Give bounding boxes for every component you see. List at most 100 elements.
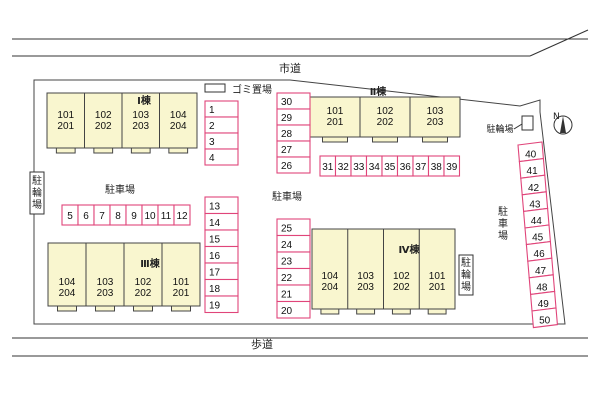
- unit-number-bottom: 202: [135, 288, 152, 299]
- stall-box: [276, 156, 311, 174]
- sidewalk-label: 歩道: [251, 337, 273, 351]
- stall-number: 13: [209, 202, 221, 213]
- stall-number: 38: [431, 162, 443, 173]
- unit-number-top: 103: [427, 106, 444, 117]
- parking-stall: 16: [204, 245, 239, 264]
- city-road-label: 市道: [279, 61, 301, 75]
- stall-number: 3: [209, 137, 215, 148]
- stall-box: [443, 155, 461, 177]
- bicycle-right-mid-label: 駐輪場: [461, 256, 471, 293]
- stall-number: 11: [161, 211, 172, 222]
- unit-number-top: 104: [322, 271, 339, 282]
- stall-number: 21: [281, 290, 293, 301]
- parking-stall: 25: [276, 218, 311, 237]
- garbage-box: [204, 83, 226, 93]
- unit-entrance: [372, 136, 398, 143]
- unit-number-bottom: 202: [377, 117, 394, 128]
- unit-number-top: 101: [57, 110, 74, 121]
- unit-number-top: 104: [170, 110, 187, 121]
- stall-number: 45: [532, 233, 544, 244]
- stall-number: 47: [535, 266, 547, 277]
- stall-box: [204, 295, 239, 314]
- unit-entrance: [422, 136, 448, 143]
- stall-number: 26: [281, 161, 293, 172]
- unit-number-bottom: 203: [427, 117, 444, 128]
- stall-number: 44: [531, 216, 543, 227]
- parking-stall: 26: [276, 156, 311, 174]
- bicycle-right-top-label: 駐輪場: [486, 123, 513, 135]
- unit-entrance: [171, 305, 191, 312]
- unit-number-bottom: 201: [429, 282, 446, 293]
- parking-stall: 19: [204, 295, 239, 314]
- parking-stall: 30: [276, 92, 311, 110]
- stall-box: [531, 307, 558, 329]
- parking-stall: 7: [93, 204, 111, 226]
- parking-stall: 38: [427, 155, 445, 177]
- stall-number: 7: [99, 211, 105, 222]
- stall-number: 50: [539, 316, 551, 327]
- stall-number: 35: [384, 162, 396, 173]
- unit-entrance: [320, 308, 340, 315]
- unit-number-top: 103: [357, 271, 374, 282]
- stall-number: 33: [353, 162, 365, 173]
- parking-stall: 32: [334, 155, 352, 177]
- parking-stall: 9: [125, 204, 143, 226]
- unit-entrance: [93, 147, 114, 154]
- unit-number-top: 102: [95, 110, 112, 121]
- parking-stall: 3: [204, 132, 239, 150]
- parking-stall: 20: [276, 300, 311, 319]
- stall-number: 17: [209, 268, 221, 279]
- stall-number: 28: [281, 129, 293, 140]
- unit-entrance: [130, 147, 151, 154]
- bicycle-box-left: [29, 171, 45, 215]
- unit-entrance: [391, 308, 411, 315]
- bicycle-pointer-line: [513, 123, 523, 130]
- unit-entrance: [133, 305, 153, 312]
- parking-stall: 24: [276, 234, 311, 253]
- garbage-label: ゴミ置場: [232, 83, 272, 96]
- stall-number: 32: [338, 162, 350, 173]
- parking-stall: 13: [204, 196, 239, 215]
- buildings: 101201102202103203104204Ⅰ棟10120110220210…: [46, 85, 461, 315]
- stall-number: 23: [281, 257, 293, 268]
- stall-number: 6: [83, 211, 89, 222]
- stall-number: 37: [415, 162, 427, 173]
- unit-entrance: [95, 305, 115, 312]
- parking-stall: 31: [319, 155, 337, 177]
- bicycle-box-right: [521, 115, 534, 131]
- parking-stall: 27: [276, 140, 311, 158]
- parking-stall: 35: [381, 155, 399, 177]
- parking-stall: 6: [77, 204, 95, 226]
- stall-number: 10: [144, 211, 156, 222]
- unit-entrance: [55, 147, 76, 154]
- stall-number: 8: [115, 211, 121, 222]
- unit-number-bottom: 203: [97, 288, 114, 299]
- stall-number: 27: [281, 145, 293, 156]
- parking-stall: 36: [396, 155, 414, 177]
- unit-number-top: 102: [135, 277, 152, 288]
- stall-number: 40: [525, 150, 537, 161]
- stall-number: 20: [281, 306, 293, 317]
- unit-entrance: [57, 305, 77, 312]
- stall-number: 5: [67, 211, 73, 222]
- stall-number: 1: [209, 105, 215, 116]
- stall-number: 49: [538, 299, 550, 310]
- stall-number: 19: [209, 301, 221, 312]
- building-name: Ⅰ棟: [137, 94, 152, 107]
- unit-number-top: 103: [97, 277, 114, 288]
- stall-number: 43: [529, 199, 541, 210]
- unit-entrance: [168, 147, 189, 154]
- bicycle-left-label: 駐輪場: [32, 174, 42, 211]
- building-body: [309, 96, 461, 138]
- unit-number-bottom: 204: [170, 121, 187, 132]
- parking-stall: 29: [276, 108, 311, 126]
- unit-number-bottom: 201: [57, 121, 74, 132]
- unit-number-bottom: 203: [357, 282, 374, 293]
- stall-number: 42: [528, 183, 540, 194]
